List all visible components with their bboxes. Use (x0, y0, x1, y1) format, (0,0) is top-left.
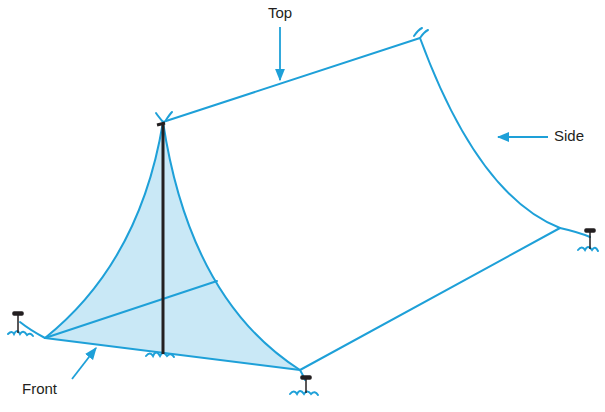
grass (8, 331, 33, 336)
grass (146, 353, 174, 358)
grass (290, 391, 318, 395)
rope-tie (156, 112, 172, 122)
part-label: Top (268, 5, 292, 22)
leader-arrow (72, 348, 96, 379)
leader-arrow (498, 136, 548, 138)
side-edge (420, 38, 560, 228)
tent-pole (162, 124, 165, 354)
tent-stake (13, 312, 23, 333)
front-panel (45, 122, 300, 370)
front-seam (45, 281, 217, 338)
part-label: Front (22, 381, 57, 398)
tent-stake (301, 376, 311, 393)
ridge-line (163, 38, 420, 122)
tent-stake (585, 229, 595, 249)
grass (578, 247, 598, 251)
front-right-edge (163, 122, 300, 370)
leader-arrow (279, 27, 281, 80)
bottom-side-edge (300, 228, 560, 370)
rope-tie (414, 28, 428, 38)
pole-tip (157, 123, 165, 125)
part-label: Side (554, 128, 584, 145)
